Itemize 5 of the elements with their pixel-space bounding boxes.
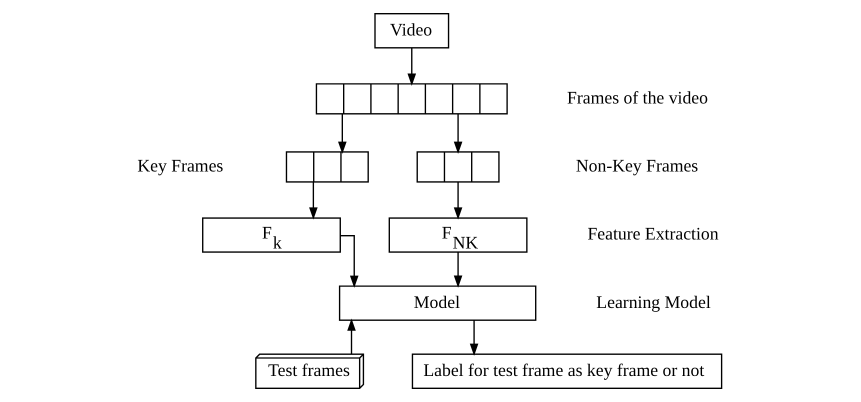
label: Frames of the video bbox=[567, 87, 708, 108]
label: Key Frames bbox=[137, 156, 224, 176]
label: Feature Extraction bbox=[587, 224, 719, 244]
label: Learning Model bbox=[596, 292, 711, 312]
label: Non-Key Frames bbox=[576, 156, 698, 176]
